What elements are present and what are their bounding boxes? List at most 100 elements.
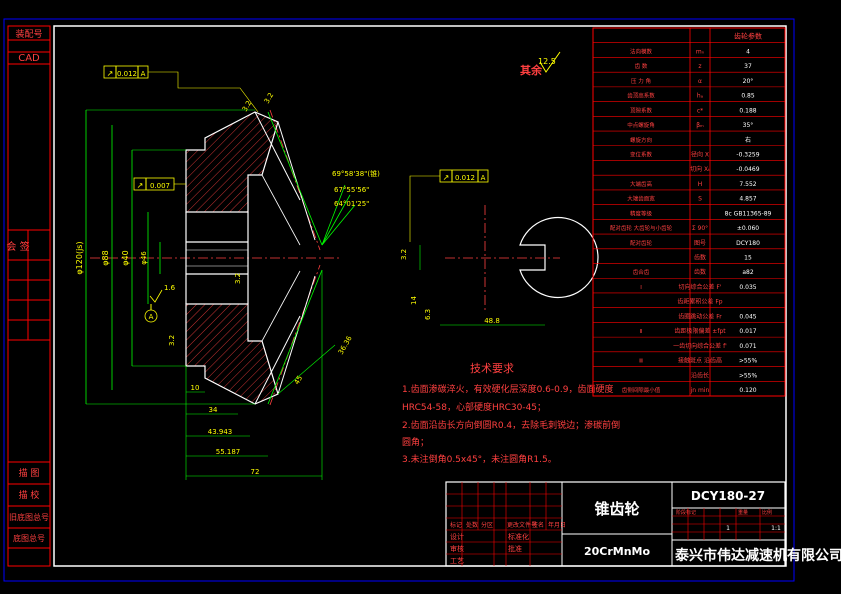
param-cell: 齿距极限偏差 ±fpt: [674, 327, 726, 335]
param-cell: 0.120: [739, 387, 756, 394]
param-cell: 35°: [743, 122, 754, 129]
param-cell: 0.035: [739, 284, 756, 291]
param-cell: DCY180: [736, 240, 760, 247]
param-cell: 大端齿高: [630, 180, 653, 188]
param-cell: Σ 90°: [692, 225, 708, 232]
svg-text:0.012: 0.012: [455, 174, 475, 182]
strip-label-trace: 描 图: [19, 467, 40, 479]
param-table-header: 齿轮参数: [734, 32, 762, 41]
param-cell: 齿距累积公差 Fp: [677, 298, 722, 306]
dim-dia-main: φ120(js): [75, 241, 84, 274]
param-cell: 齿合齿: [633, 268, 650, 276]
param-cell: 0.188: [739, 107, 756, 114]
tb-standard: 标准化: [508, 532, 529, 541]
dim-72: 72: [251, 468, 260, 476]
part-name: 锥齿轮: [594, 500, 639, 518]
param-cell: 径向 X: [691, 150, 709, 158]
tb-stage: 阶段标记: [676, 509, 696, 516]
dim-3636: 36.36: [337, 334, 354, 356]
svg-text:A: A: [481, 174, 486, 182]
param-cell: 齿圈跳动公差 Fr: [678, 312, 722, 320]
tb-change-doc: 更改文件号: [507, 521, 537, 529]
param-cell: 20°: [743, 78, 754, 85]
param-cell: Ⅰ: [640, 285, 642, 291]
tb-date: 年月日: [548, 521, 566, 529]
tb-weight: 重量: [738, 509, 748, 516]
param-cell: 精度等级: [630, 209, 653, 217]
rough-63: 6.3: [424, 309, 432, 320]
tb-design: 设计: [450, 532, 464, 541]
rough-32c: 3.2: [234, 273, 242, 284]
param-cell: 大端齿面宽: [627, 195, 655, 203]
outer-frame: [3, 18, 795, 582]
tech-req-line-2: HRC54-58，心部硬度HRC30-45；: [402, 401, 546, 413]
tech-req-line-3: 2.齿面沿齿长方向倒圆R0.4，去除毛刺锐边；渗碳前倒: [402, 419, 620, 431]
param-cell: 37: [744, 63, 752, 70]
dim-45: 45: [293, 374, 304, 386]
param-cell: ±0.060: [737, 225, 759, 232]
strip-label-check: 描 校: [19, 489, 40, 501]
param-cell: 0.017: [739, 328, 756, 335]
tolerance-frame-main: ↗ 0.012 A: [103, 65, 259, 113]
param-cell: βₘ: [696, 122, 704, 129]
title-block: 标记 处数 分区 更改文件号 签名 年月日 设计 标准化 审核 批准 工艺 阶段…: [445, 481, 841, 567]
param-cell: 一齿切向综合公差 f': [673, 342, 727, 350]
param-cell: 配对齿轮: [630, 239, 653, 247]
svg-text:↗: ↗: [443, 173, 450, 182]
param-cell: 顶隙系数: [630, 106, 653, 114]
param-cell: mₙ: [696, 48, 705, 55]
tech-requirements: 技术要求 1.齿面渗碳淬火，有效硬化层深度0.6-0.9，齿面硬度 HRC54-…: [402, 362, 620, 465]
param-cell: 0.045: [739, 313, 756, 320]
rough-32b: 3.2: [263, 91, 275, 105]
param-cell: 4: [746, 48, 750, 55]
quantity: 1: [726, 525, 730, 532]
param-cell: 切向综合公差 F': [678, 283, 721, 291]
roughness-label: 其余: [520, 63, 543, 77]
param-cell: >55%: [739, 372, 758, 379]
tb-mark: 标记: [450, 521, 462, 529]
svg-text:A: A: [141, 70, 146, 78]
dim-187: 55.187: [216, 448, 241, 456]
gear-section-view: φ120(js) φ88 φ40 φ46 10 34 43.943 55.187…: [75, 65, 380, 480]
param-cell: 右: [745, 136, 751, 144]
tb-process: 工艺: [450, 557, 464, 565]
dim-dia-small: φ46: [140, 251, 148, 265]
param-cell: Ⅱ: [640, 329, 643, 335]
keyway-view: ↗ 0.012 A 48.8 14 3.2 6.3: [400, 169, 599, 326]
param-cell: 法向模数: [630, 47, 653, 55]
rough-32-right: 3.2: [400, 249, 408, 260]
svg-text:0.007: 0.007: [150, 182, 170, 190]
rough-32a: 3.2: [241, 99, 253, 113]
dim-angle-2: 67°55'56": [334, 186, 369, 194]
param-cell: >55%: [739, 358, 758, 365]
drawing-number: DCY180-27: [691, 489, 765, 503]
param-cell: -0.3259: [736, 151, 759, 158]
dim-14: 14: [410, 296, 418, 305]
param-cell: 接触斑点 沿齿高: [678, 357, 722, 365]
param-cell: hₐ: [697, 93, 703, 100]
strip-label-assembly: 装配号: [15, 28, 42, 40]
svg-text:0.012: 0.012: [117, 70, 137, 78]
dim-angle-3: 64°01'25": [334, 200, 369, 208]
param-cell: -0.0469: [736, 166, 759, 173]
tb-approve: 批准: [508, 544, 522, 553]
dim-dia-inner: φ88: [101, 250, 110, 265]
dim-488: 48.8: [484, 317, 500, 325]
param-cell: 配对齿轮 大齿轮与小齿轮: [610, 224, 673, 232]
strip-label-cad: CAD: [18, 53, 40, 64]
param-cell: 图号: [694, 240, 706, 247]
main-border: [53, 25, 787, 567]
param-cell: jn min: [690, 387, 710, 394]
tech-req-line-4: 圆角；: [402, 436, 429, 448]
strip-label-countersign: 会 签: [6, 240, 29, 253]
tolerance-frame-cone: ↗ 0.007: [133, 177, 186, 191]
scale: 1:1: [771, 525, 781, 532]
rough-16: 1.6: [164, 284, 176, 292]
dim-34: 34: [209, 406, 218, 414]
param-cell: 0.85: [741, 93, 755, 100]
param-cell: 0.071: [739, 343, 756, 350]
tb-zone: 分区: [481, 521, 493, 529]
param-cell: 齿顶高系数: [627, 92, 655, 100]
param-cell: 4.857: [739, 196, 756, 203]
